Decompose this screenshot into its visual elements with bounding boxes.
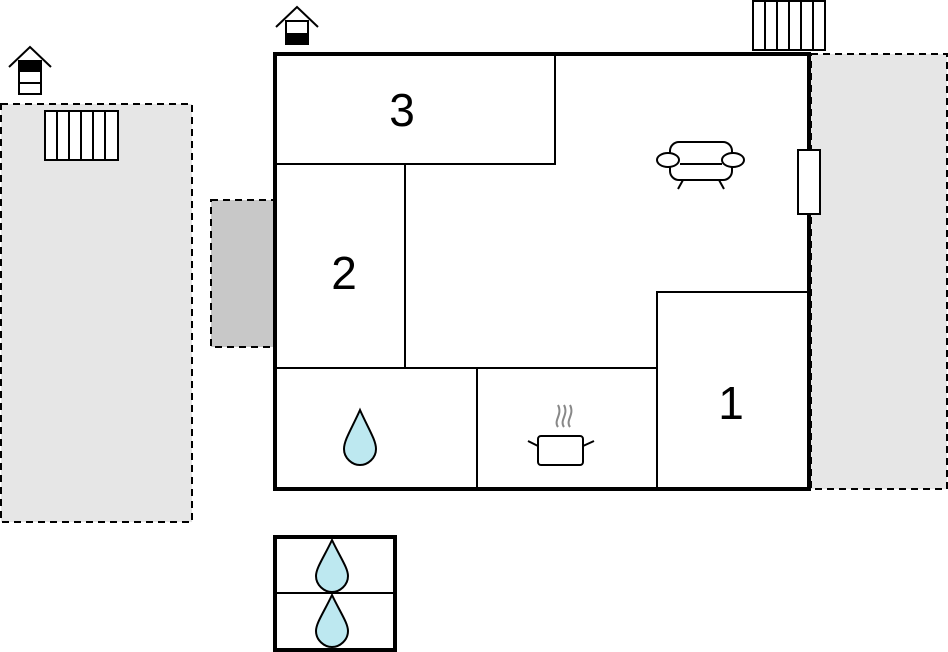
left-terrace-area bbox=[0, 103, 193, 523]
sauna-building bbox=[273, 535, 397, 652]
house-entrance-icon bbox=[275, 5, 319, 45]
porch-area bbox=[210, 199, 276, 348]
left-steps-icon bbox=[44, 110, 119, 161]
water-drop-icon bbox=[342, 407, 378, 467]
room-label-2: 2 bbox=[331, 247, 357, 299]
house-entrance-icon-left bbox=[8, 45, 52, 95]
room-label-1: 1 bbox=[718, 377, 744, 429]
sauna-water-drop-icon-bottom bbox=[314, 592, 350, 649]
house-outer-wall bbox=[273, 52, 811, 491]
sofa-icon bbox=[656, 141, 745, 190]
room-label-3: 3 bbox=[389, 84, 415, 136]
cooking-pot-icon bbox=[527, 404, 595, 466]
right-steps-icon bbox=[752, 0, 826, 51]
right-terrace-area bbox=[810, 53, 948, 490]
sauna-water-drop-icon-top bbox=[314, 537, 350, 594]
window-icon bbox=[797, 149, 821, 215]
interior-walls bbox=[275, 54, 809, 489]
